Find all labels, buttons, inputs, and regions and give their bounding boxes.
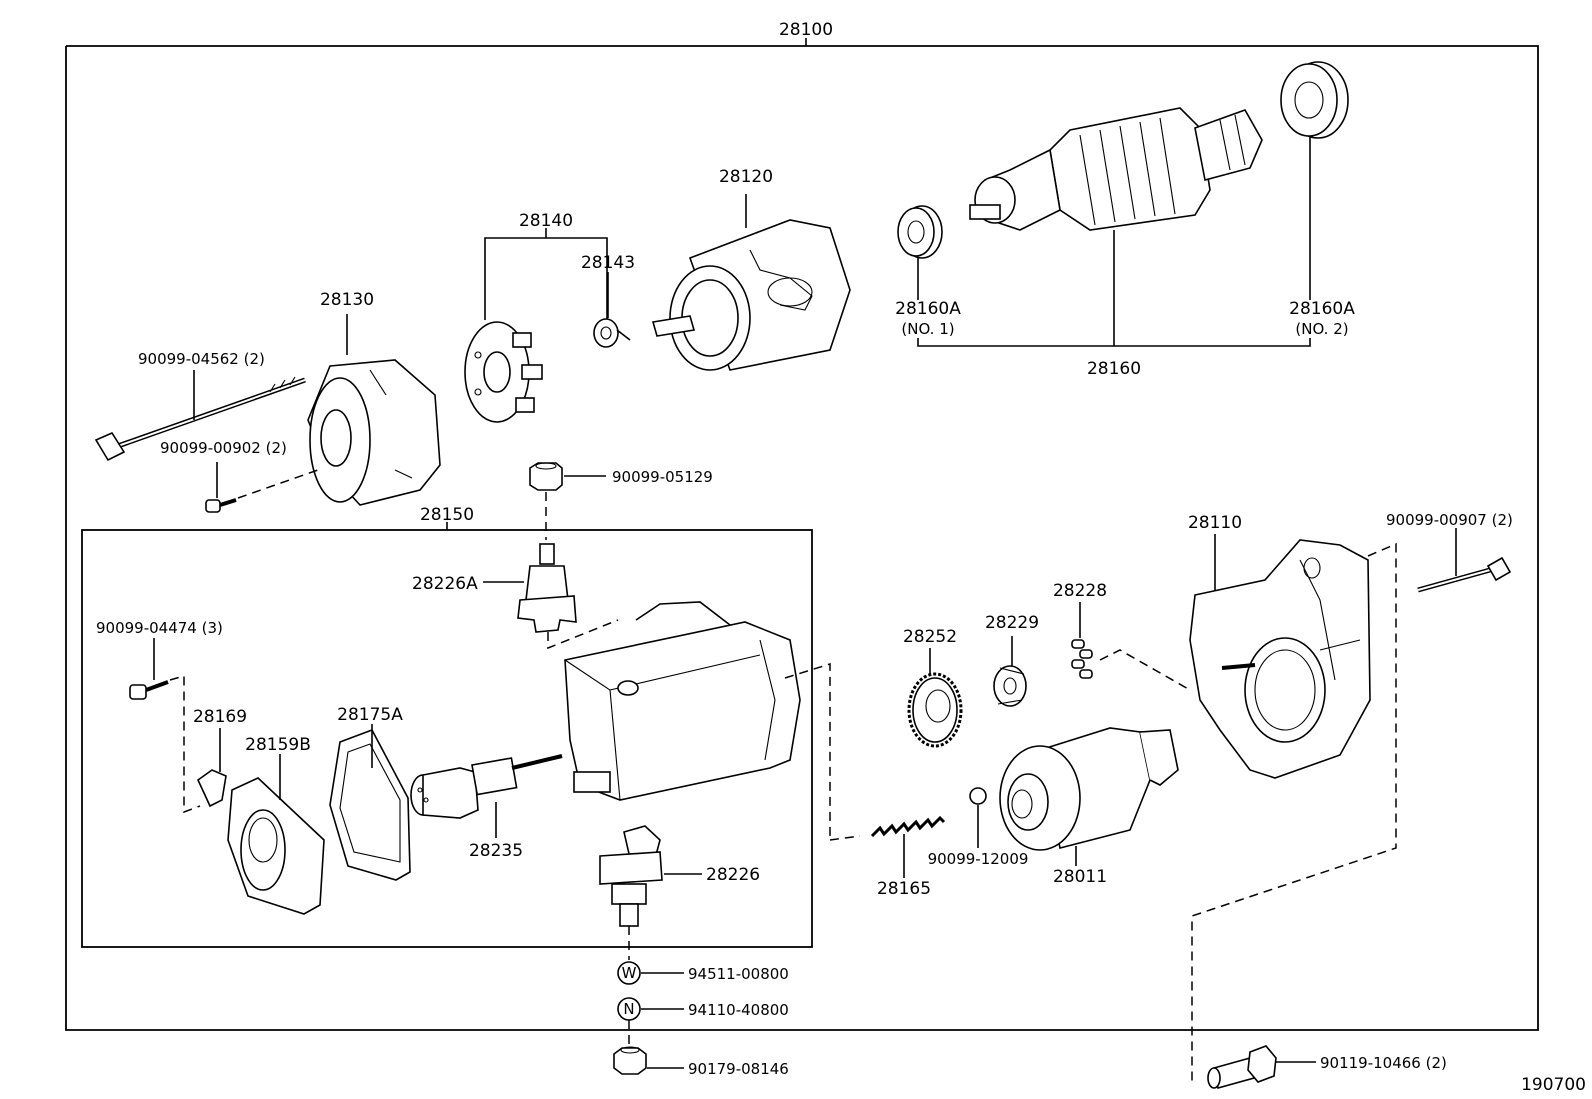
label-28160a-2: 28160A [1289,299,1355,319]
terminal-b-part [599,825,663,927]
brush-spring-part [593,318,631,348]
label-28228: 28228 [1053,581,1107,601]
armature-part [969,107,1263,231]
label-90099-04474: 90099-04474 (3) [96,619,223,637]
label-28140: 28140 [519,211,573,231]
yoke-part [651,219,851,371]
label-90179-08146: 90179-08146 [688,1060,789,1078]
label-28143: 28143 [581,253,635,273]
steel-ball-part [969,787,987,805]
washer-mark: W [622,964,637,982]
label-90099-12009: 90099-12009 [928,850,1029,868]
label-28226: 28226 [706,865,760,885]
label-28252: 28252 [903,627,957,647]
label-28229: 28229 [985,613,1039,633]
label-28169: 28169 [193,707,247,727]
dash-04474 [169,675,201,814]
bracket-28160 [917,338,1311,347]
dash-spring [829,835,861,841]
starter-housing-part [1189,539,1371,779]
rollers-part [1071,639,1093,679]
starter-clutch-part [999,727,1179,851]
terminal-nut-part [529,462,563,491]
label-90099-00907: 90099-00907 (2) [1386,511,1513,529]
label-28160: 28160 [1087,359,1141,379]
dash-28226a [547,619,619,650]
label-28159b: 28159B [245,735,311,755]
brush-holder-part [464,321,543,423]
label-assembly: 28100 [779,20,833,40]
dash-cover-screw [237,469,319,499]
label-90099-00902: 90099-00902 (2) [160,439,287,457]
catalog-ref: 190700 [1521,1075,1586,1095]
label-90099-04562: 90099-04562 (2) [138,350,265,368]
bearing-no2-part [1280,61,1349,139]
end-cover-part [307,359,441,506]
nut-mark: N [623,1000,634,1018]
label-28120: 28120 [719,167,773,187]
label-94511-00800: 94511-00800 [688,965,789,983]
bracket-28140 [484,237,608,320]
label-28011: 28011 [1053,867,1107,887]
label-90099-05129: 90099-05129 [612,468,713,486]
label-28165: 28165 [877,879,931,899]
washer-part: W [617,961,641,985]
hex-nut-part: N [617,997,641,1021]
cover-screw-part [205,498,237,513]
mounting-bolt-part [1207,1045,1277,1090]
label-28235: 28235 [469,841,523,861]
label-28130: 28130 [320,290,374,310]
label-94110-40800: 94110-40800 [688,1001,789,1019]
dash-housing-bolts [1191,542,1397,1084]
label-28226a: 28226A [412,574,478,594]
flange-nut-part [613,1046,647,1075]
label-28160a-1: 28160A [895,299,961,319]
solenoid-screw-part [129,680,169,700]
label-28160a-1-note: (NO. 1) [901,320,954,338]
idler-gear-part [907,672,963,748]
label-28175a: 28175A [337,705,403,725]
dash-housing [784,662,831,840]
retainer-part [993,665,1027,707]
solenoid-cover-part [227,777,325,915]
solenoid-housing-part [564,601,801,801]
label-28110: 28110 [1188,513,1242,533]
housing-bolt-part [1417,556,1512,593]
dash-rollers [1099,649,1191,691]
label-sub-assembly: 28150 [420,505,474,525]
gasket-part [329,729,411,881]
label-90119-10466: 90119-10466 (2) [1320,1054,1447,1072]
assembly-frame [65,45,1539,1031]
label-28160a-2-note: (NO. 2) [1295,320,1348,338]
plunger-part [410,754,563,819]
return-spring-part [870,815,946,838]
terminal-a-part [517,543,577,633]
through-bolt-part [94,376,306,462]
bearing-no1-part [897,205,943,259]
clip-part [196,769,227,808]
